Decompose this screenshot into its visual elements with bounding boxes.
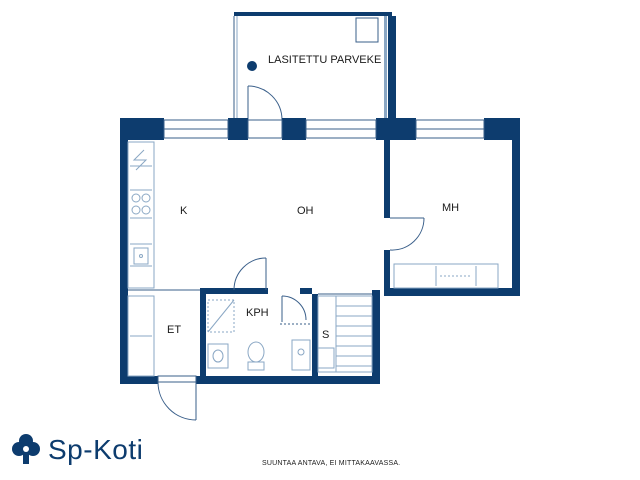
bathroom-door [233, 257, 267, 291]
stair-shaft [317, 295, 373, 373]
brand-name: Sp-Koti [48, 434, 144, 465]
fridge-icon [132, 149, 148, 171]
balcony-outline [233, 12, 396, 120]
room-label-storage: S [322, 329, 330, 341]
balcony-door [247, 85, 283, 121]
washing-machine-icon [291, 339, 311, 371]
room-label-kitchen: K [180, 205, 188, 217]
room-label-living: OH [297, 205, 314, 217]
sink-icon [133, 247, 149, 265]
storage-closet [317, 347, 335, 369]
sp-cloverleaf-logo [12, 434, 40, 464]
bedroom-wardrobe [393, 263, 499, 289]
balcony-post-icon [247, 61, 257, 71]
room-label-bathroom: KPH [246, 307, 269, 319]
disclaimer-note: SUUNTAA ANTAVA, EI MITTAKAAVASSA. [262, 460, 401, 467]
interior-walls [200, 140, 390, 380]
stove-icon [131, 193, 151, 215]
storage-door [280, 295, 312, 325]
outer-walls [120, 118, 520, 384]
bedroom-door [389, 217, 425, 251]
hall-wardrobe [127, 295, 155, 377]
shower-area [207, 299, 235, 333]
brand-logo: Sp-Koti [44, 432, 143, 468]
windows [163, 119, 485, 139]
interior-lines [128, 289, 372, 295]
room-label-bedroom: MH [442, 202, 460, 214]
entrance-door [157, 375, 197, 421]
kitchen-counter [127, 141, 155, 289]
balcony-table [355, 17, 379, 43]
room-label-balcony: LASITETTU PARVEKE [268, 54, 382, 66]
room-label-hall: ET [167, 324, 182, 336]
washbasin-icon [207, 343, 229, 369]
toilet-icon [247, 341, 265, 371]
